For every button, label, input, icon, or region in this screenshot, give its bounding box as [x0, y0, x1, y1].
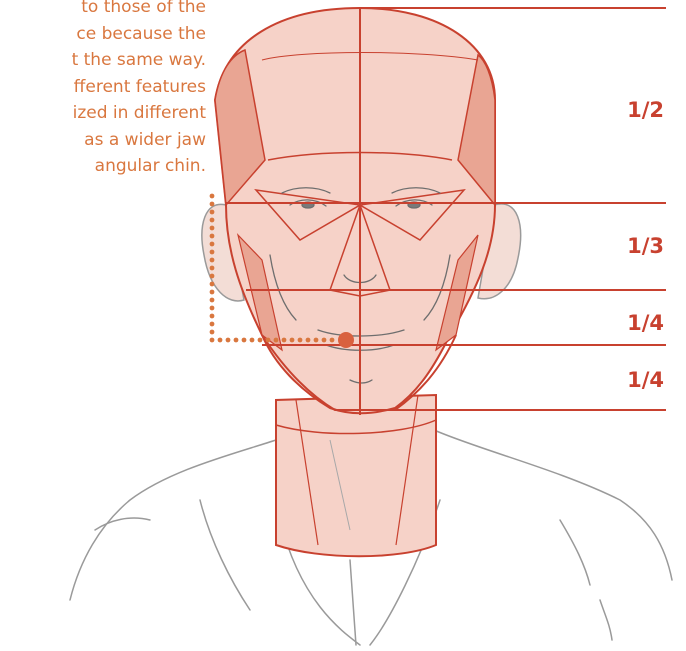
head-block	[215, 8, 495, 413]
ratio-label-bottom: 1/4	[627, 368, 664, 392]
caption-text: to those of the ce because the t the sam…	[0, 0, 206, 180]
ratio-label-top: 1/2	[627, 98, 664, 122]
callout-endpoint	[338, 332, 354, 348]
neck-block	[276, 395, 436, 556]
ratio-label-lower-middle: 1/4	[627, 311, 664, 335]
ratio-label-upper-middle: 1/3	[627, 234, 664, 258]
